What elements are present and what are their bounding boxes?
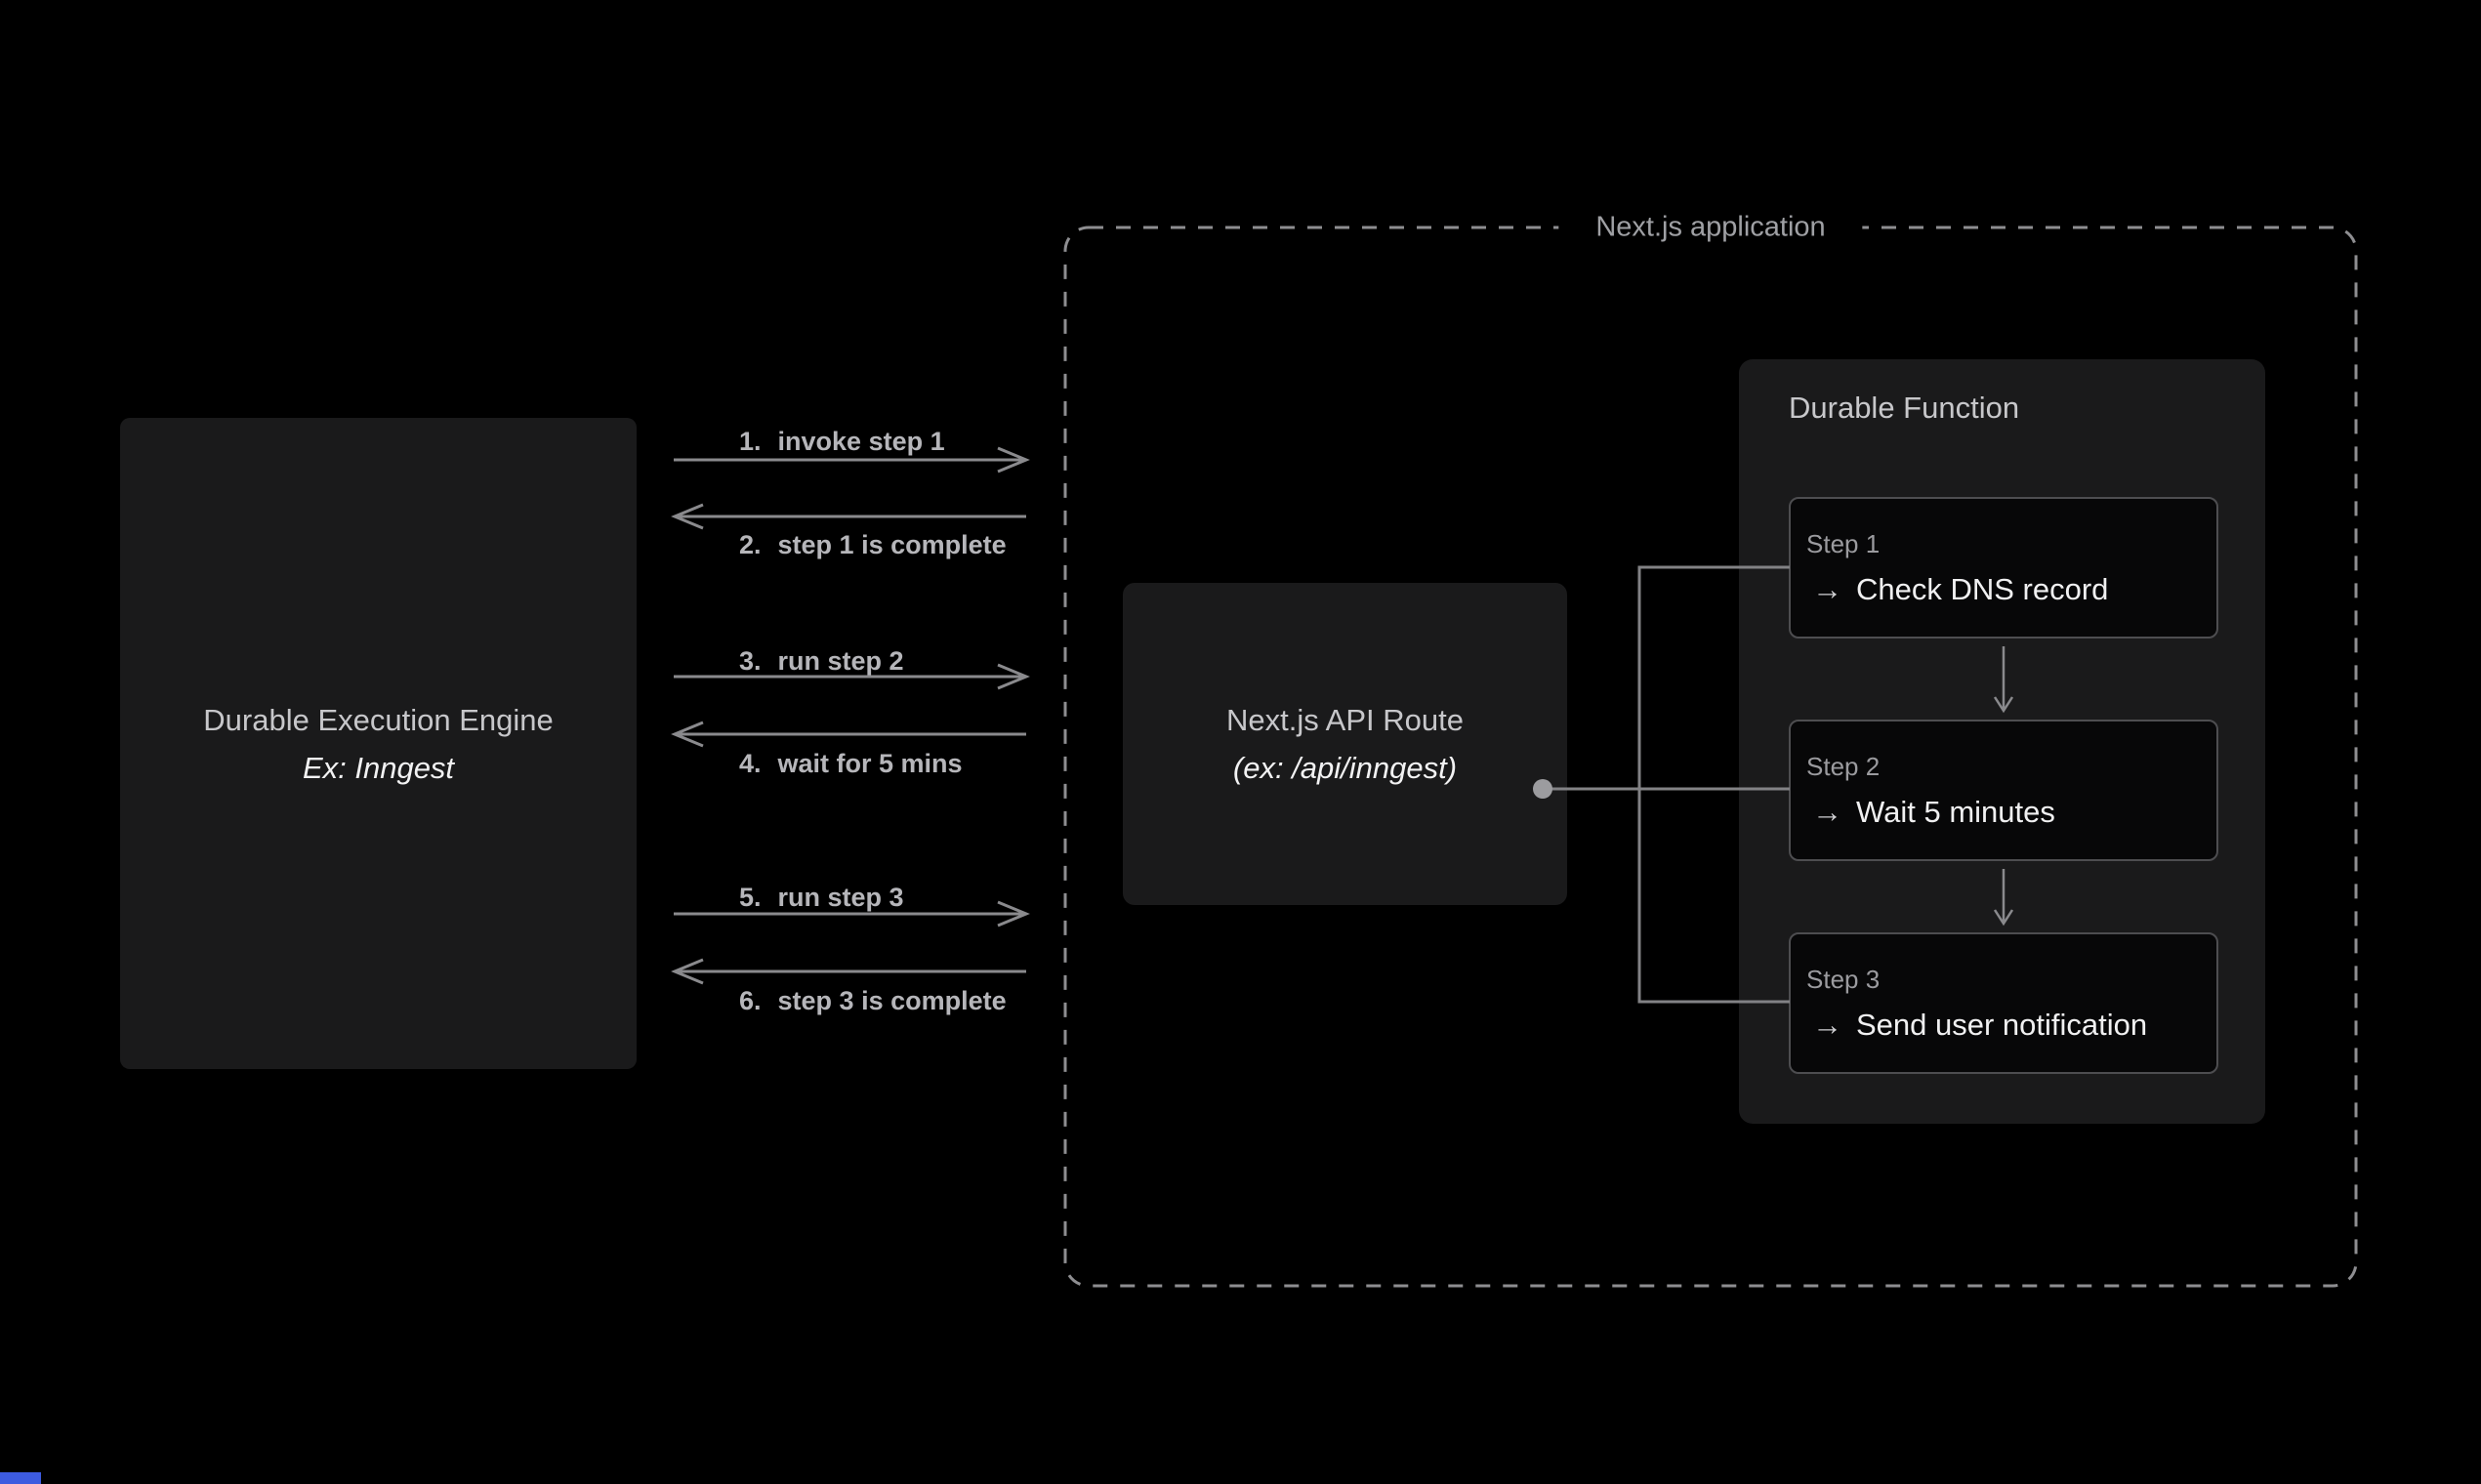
engine-subtitle: Ex: Inngest xyxy=(302,750,455,785)
message-label-2: 2.step 1 is complete xyxy=(739,530,1007,559)
message-label-3: 3.run step 2 xyxy=(739,646,904,676)
arrow-right-icon: → xyxy=(1812,571,1842,606)
step-1-label: Step 1 xyxy=(1806,528,1881,558)
step-3-card: Step 3 → Send user notification xyxy=(1789,932,2218,1074)
message-label-1: 1.invoke step 1 xyxy=(739,427,945,456)
api-route-title: Next.js API Route xyxy=(1226,703,1464,737)
arrow-head-left-icon xyxy=(671,721,704,748)
nextjs-api-route-box: Next.js API Route (ex: /api/inngest) xyxy=(1123,583,1567,905)
arrow-head-right-icon xyxy=(997,663,1030,690)
step-3-label: Step 3 xyxy=(1806,964,1881,994)
step-3-text: Send user notification xyxy=(1856,1007,2148,1042)
message-label-4: 4.wait for 5 mins xyxy=(739,749,963,778)
step-1-card: Step 1 → Check DNS record xyxy=(1789,497,2218,639)
durable-function-title: Durable Function xyxy=(1789,391,2020,425)
step-3-description: → Send user notification xyxy=(1806,1008,2216,1043)
arrow-head-left-icon xyxy=(671,503,704,530)
step-2-label: Step 2 xyxy=(1806,751,1881,781)
engine-title: Durable Execution Engine xyxy=(203,702,554,737)
arrow-right-icon: → xyxy=(1812,794,1842,829)
message-label-5: 5.run step 3 xyxy=(739,883,904,912)
message-label-6: 6.step 3 is complete xyxy=(739,986,1007,1015)
arrow-head-left-icon xyxy=(671,958,704,985)
durable-function-panel: Durable Function Step 1 → Check DNS recor… xyxy=(1739,359,2265,1124)
step-1-description: → Check DNS record xyxy=(1806,572,2216,607)
arrow-right-icon: → xyxy=(1812,1007,1842,1042)
durable-execution-engine-box: Durable Execution Engine Ex: Inngest xyxy=(120,418,637,1069)
arrow-head-right-icon xyxy=(997,900,1030,928)
step-2-text: Wait 5 minutes xyxy=(1856,794,2055,829)
arrow-head-right-icon xyxy=(997,446,1030,474)
corner-marker xyxy=(0,1472,41,1484)
step-1-text: Check DNS record xyxy=(1856,571,2109,606)
nextjs-application-label: Next.js application xyxy=(1558,211,1863,244)
step-2-card: Step 2 → Wait 5 minutes xyxy=(1789,720,2218,861)
api-route-subtitle: (ex: /api/inngest) xyxy=(1232,751,1458,785)
step-2-description: → Wait 5 minutes xyxy=(1806,795,2216,830)
